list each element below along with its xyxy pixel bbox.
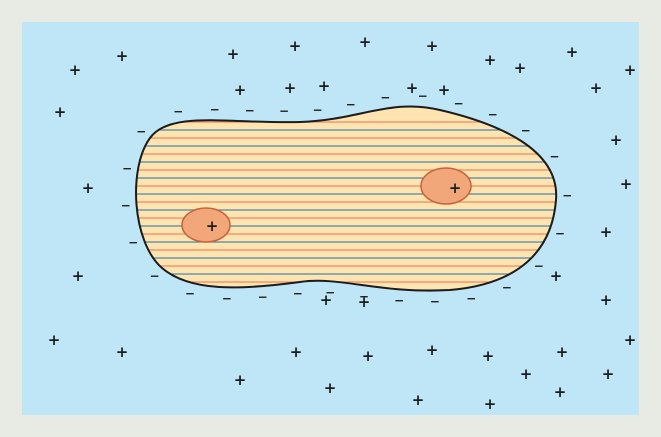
negative-charge: −: [293, 286, 303, 300]
negative-charge: −: [222, 291, 232, 305]
negative-charge: −: [549, 150, 559, 164]
positive-charge: +: [54, 103, 67, 121]
positive-charge: +: [290, 343, 303, 361]
negative-charge: −: [346, 97, 356, 111]
positive-charge: +: [406, 79, 419, 97]
positive-charge: +: [438, 81, 451, 99]
positive-charge: +: [69, 61, 82, 79]
negative-charge: −: [562, 189, 572, 203]
negative-charge: −: [380, 91, 390, 105]
negative-charge: −: [312, 103, 322, 117]
negative-charge: −: [430, 295, 440, 309]
negative-charge: −: [488, 108, 498, 122]
positive-charge: +: [48, 331, 61, 349]
negative-charge: −: [279, 104, 289, 118]
pocket-right-plus: +: [449, 179, 462, 197]
negative-charge: −: [121, 199, 131, 213]
positive-charge: +: [358, 293, 371, 311]
positive-charge: +: [320, 291, 333, 309]
negative-charge: −: [258, 290, 268, 304]
negative-charge: −: [418, 89, 428, 103]
positive-charge: +: [624, 61, 637, 79]
positive-charge: +: [600, 223, 613, 241]
positive-charge: +: [624, 331, 637, 349]
positive-charge: +: [362, 347, 375, 365]
negative-charge: −: [394, 293, 404, 307]
negative-charge: −: [534, 259, 544, 273]
negative-charge: −: [136, 125, 146, 139]
positive-charge: +: [520, 365, 533, 383]
body-fill: [136, 106, 556, 290]
positive-charge: +: [426, 37, 439, 55]
positive-charge: +: [514, 59, 527, 77]
positive-charge: +: [482, 347, 495, 365]
right-pocket: [421, 168, 471, 204]
positive-charge: +: [556, 343, 569, 361]
positive-charge: +: [116, 47, 129, 65]
positive-charge: +: [554, 383, 567, 401]
positive-charge: +: [590, 79, 603, 97]
positive-charge: +: [72, 267, 85, 285]
positive-charge: +: [484, 395, 497, 413]
negative-charge: −: [210, 102, 220, 116]
negative-charge: −: [245, 103, 255, 117]
negative-charge: −: [521, 124, 531, 138]
positive-charge: +: [318, 77, 331, 95]
positive-charge: +: [566, 43, 579, 61]
negative-charge: −: [173, 104, 183, 118]
positive-charge: +: [324, 379, 337, 397]
positive-charge: +: [426, 341, 439, 359]
positive-charge: +: [359, 33, 372, 51]
positive-charge: +: [484, 51, 497, 69]
positive-charge: +: [227, 45, 240, 63]
positive-charge: +: [284, 79, 297, 97]
positive-charge: +: [550, 267, 563, 285]
negative-charge: −: [466, 291, 476, 305]
negative-charge: −: [122, 161, 132, 175]
positive-charge: +: [234, 81, 247, 99]
negative-charge: −: [453, 96, 463, 110]
negative-charge: −: [149, 269, 159, 283]
negative-charge: −: [502, 281, 512, 295]
negative-charge: −: [555, 226, 565, 240]
positive-charge: +: [289, 37, 302, 55]
negative-charge: −: [185, 287, 195, 301]
positive-charge: +: [82, 179, 95, 197]
positive-charge: +: [620, 175, 633, 193]
negative-charge: −: [128, 235, 138, 249]
positive-charge: +: [602, 365, 615, 383]
pocket-left-plus: +: [206, 217, 219, 235]
positive-charge: +: [610, 131, 623, 149]
positive-charge: +: [234, 371, 247, 389]
positive-charge: +: [600, 291, 613, 309]
positive-charge: +: [116, 343, 129, 361]
positive-charge: +: [412, 391, 425, 409]
